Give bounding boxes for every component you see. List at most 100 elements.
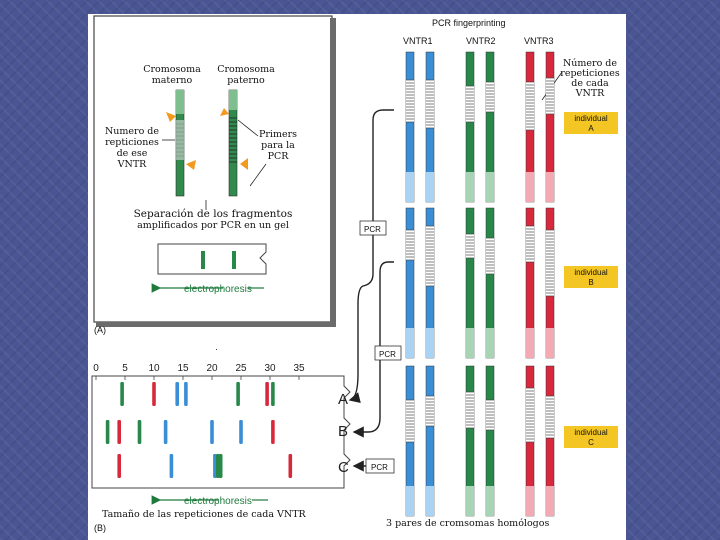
panel-b-label: (B) [94,523,106,533]
chromosome-green [485,51,495,203]
tick-0: 0 [93,363,99,374]
tick-20: 20 [206,363,218,374]
gel-band [218,454,223,478]
gel-a-band-1 [201,251,205,269]
tick-5: 5 [122,363,128,374]
gel-b-ticks [95,376,300,380]
primer-markers [166,108,248,170]
vntr2-header: VNTR2 [466,36,496,46]
gel-band [236,382,240,406]
gel-band [271,420,275,444]
gel-band [117,420,121,444]
pcr-box-a: PCR [359,220,387,236]
tick-10: 10 [148,363,160,374]
lane-a-label: A [338,391,348,408]
repeat-count-label-2: repeticiones [560,68,620,79]
gel-band [175,382,179,406]
tick-35: 35 [293,363,305,374]
repeat-count-label-1: Número de [563,58,617,69]
chromosome-green [485,207,495,359]
homologs-footer: 3 pares de cromsomas homólogos [386,518,549,529]
maternal-label-1: Cromosoma [143,64,201,75]
chromosome-blue [425,207,435,359]
diagram-title: PCR fingerprinting [432,18,506,28]
gel-a [157,243,267,275]
panel-a-label: (A) [94,325,106,335]
gel-b-dot: · [215,344,218,354]
size-label: Tamaño de las repeticiones de cada VNTR [102,509,307,520]
chromosome-blue [425,365,435,517]
separation-label-1: Separación de los fragmentos [134,208,293,220]
svg-text:PCR: PCR [364,225,381,234]
repeat-count-label-4: VNTR [575,88,606,99]
tick-15: 15 [177,363,189,374]
paternal-label-2: paterno [227,75,265,86]
gel-band [210,420,214,444]
repeats-label-4: VNTR [117,159,148,170]
gel-band [213,454,217,478]
chromosome-blue [425,51,435,203]
gel-a-band-2 [232,251,236,269]
chromosome-green [465,365,475,517]
homolog-chromosomes [405,51,555,517]
repeats-label-2: repticiones [105,137,159,148]
gel-band [117,454,121,478]
gel-band [152,382,156,406]
chromosome-green [465,51,475,203]
paternal-label-1: Cromosoma [217,64,275,75]
vntr3-header: VNTR3 [524,36,554,46]
primers-label-1: Primers [259,129,297,140]
svg-text:PCR: PCR [379,350,396,359]
chromosome-red [525,207,535,359]
gel-band [163,420,168,444]
lane-b-label: B [338,423,348,440]
chromosome-blue [405,51,415,203]
chromosome-blue [405,207,415,359]
gel-band [271,382,275,406]
gel-band [169,454,174,478]
repeats-label-3: de ese [117,148,148,159]
chromosome-red [545,207,555,359]
chromosome-green [485,365,495,517]
lane-c-label: C [338,459,349,476]
chromosome-red [525,365,535,517]
chromosome-red [525,51,535,203]
maternal-chromosome [175,89,185,197]
electrophoresis-label-a: electrophoresis [184,284,252,295]
paternal-chromosome [228,89,238,197]
gel-b [91,375,351,489]
pcr-box-c: PCR [365,458,395,474]
gel-band [184,382,188,406]
gel-band [216,454,220,478]
electrophoresis-label-b: electrophoresis [184,496,252,507]
svg-text:PCR: PCR [371,463,388,472]
tick-25: 25 [235,363,247,374]
vntr1-header: VNTR1 [403,36,433,46]
gel-band [239,420,243,444]
maternal-label-2: materno [152,75,193,86]
chromosome-red [545,365,555,517]
gel-band [120,382,124,406]
primers-label-2: para la [261,140,295,151]
gel-b-bands [105,382,293,478]
pcr-arrow-b [352,261,394,438]
gel-band [105,420,110,444]
pcr-arrow-a [348,109,394,404]
separation-label-2: amplificados por PCR en un gel [137,220,289,231]
repeat-count-label-3: de cada [571,78,609,89]
chromosome-red [545,51,555,203]
primers-label-3: PCR [268,151,290,162]
gel-band [137,420,142,444]
pcr-box-b: PCR [374,345,402,361]
